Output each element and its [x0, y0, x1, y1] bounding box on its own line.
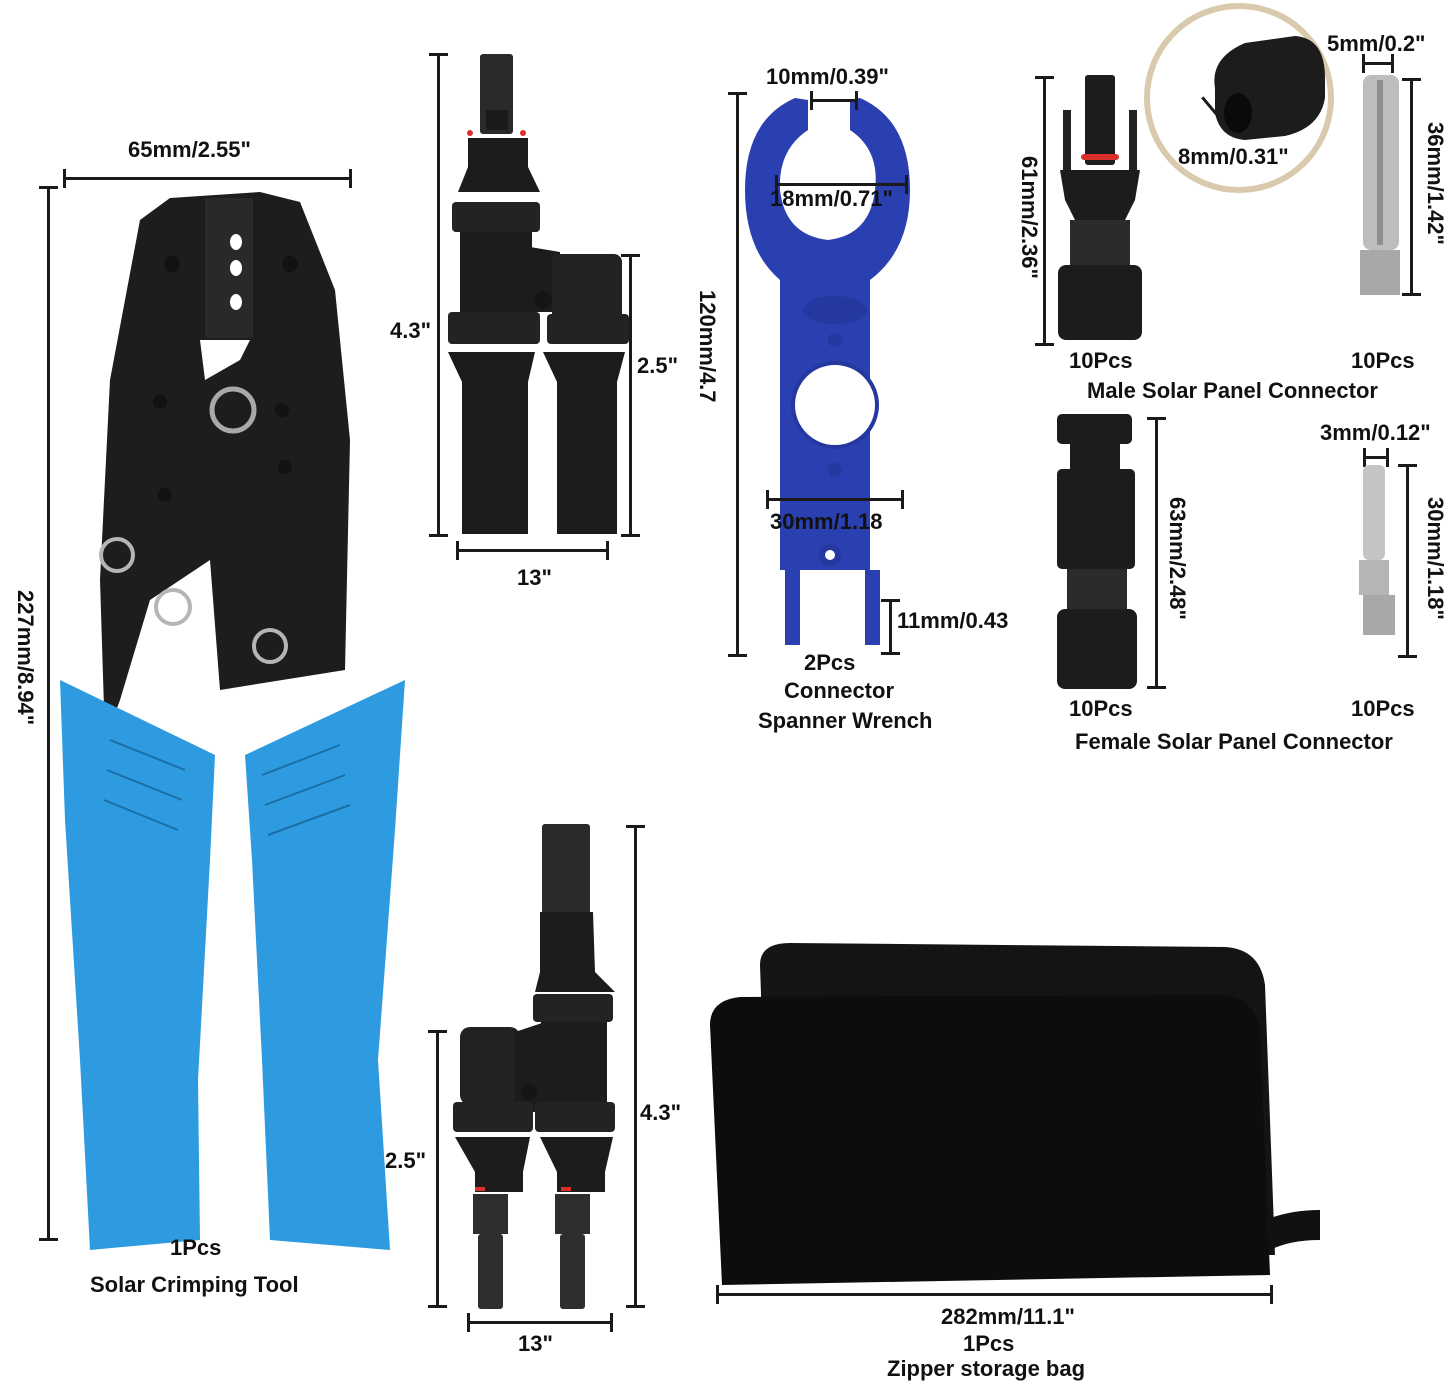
male-connector-icon	[1058, 75, 1142, 340]
wrench-qty: 2Pcs	[804, 650, 856, 675]
branch-bottom-height-line	[626, 825, 645, 1308]
male-pin-length-label: 36mm/1.42"	[1423, 122, 1448, 245]
wrench-prong-label: 11mm/0.43	[897, 608, 1009, 633]
branch-bottom-height-label: 4.3"	[640, 1100, 682, 1125]
male-pin-width-line	[1362, 54, 1394, 73]
branch-bottom-width-line	[467, 1313, 613, 1332]
female-length-line	[1147, 417, 1166, 689]
branch-connector-top-icon	[448, 54, 629, 534]
connector-cap-icon	[1214, 36, 1325, 140]
cap-diameter-label: 8mm/0.31"	[1178, 144, 1289, 169]
branch-top-branch-line	[621, 254, 640, 537]
wrench-inner-diameter-label: 18mm/0.71"	[770, 186, 893, 211]
male-length-label: 61mm/2.36"	[1017, 156, 1042, 279]
wrench-width-line	[766, 490, 904, 509]
wrench-inner-line	[775, 175, 908, 194]
crimper-height-dimension-line	[39, 186, 58, 1241]
male-connector-qty: 10Pcs	[1069, 348, 1133, 373]
crimper-width-label: 65mm/2.55"	[128, 137, 251, 162]
male-pin-qty: 10Pcs	[1351, 348, 1415, 373]
bag-width-label: 282mm/11.1"	[941, 1304, 1075, 1329]
crimper-width-dimension-line	[63, 169, 352, 188]
male-pin-width-label: 5mm/0.2"	[1327, 31, 1426, 56]
wrench-name-line1: Connector	[784, 678, 894, 703]
branch-top-height-line	[429, 53, 448, 537]
crimping-tool-icon	[60, 192, 405, 1250]
wrench-name-line2: Spanner Wrench	[758, 708, 933, 733]
branch-connector-bottom-icon	[453, 824, 615, 1309]
branch-top-height-label: 4.3"	[390, 318, 432, 343]
branch-top-branch-label: 2.5"	[637, 353, 679, 378]
male-pin-icon	[1360, 75, 1400, 295]
male-connector-name: Male Solar Panel Connector	[1087, 378, 1378, 403]
female-connector-qty: 10Pcs	[1069, 696, 1133, 721]
wrench-prong-line	[881, 599, 900, 655]
wrench-length-label: 120mm/4.7	[695, 290, 720, 403]
crimper-qty: 1Pcs	[170, 1235, 222, 1260]
male-length-line	[1035, 76, 1054, 346]
female-connector-name: Female Solar Panel Connector	[1075, 729, 1393, 754]
female-pin-qty: 10Pcs	[1351, 696, 1415, 721]
male-pin-length-line	[1402, 78, 1421, 296]
wrench-opening-line	[810, 91, 858, 110]
zipper-storage-bag-icon	[710, 943, 1320, 1285]
crimper-name: Solar Crimping Tool	[90, 1272, 299, 1297]
female-pin-icon	[1359, 465, 1395, 635]
wrench-width-label: 30mm/1.18	[770, 509, 883, 534]
female-pin-width-line	[1363, 448, 1389, 467]
branch-bottom-branch-line	[428, 1030, 447, 1308]
branch-top-width-label: 13"	[517, 565, 552, 590]
bag-width-line	[716, 1285, 1273, 1304]
wrench-opening-label: 10mm/0.39"	[766, 64, 889, 89]
spanner-wrench-icon	[745, 98, 910, 645]
female-pin-width-label: 3mm/0.12"	[1320, 420, 1431, 445]
bag-qty: 1Pcs	[963, 1331, 1015, 1356]
branch-top-width-line	[456, 541, 609, 560]
branch-bottom-branch-label: 2.5"	[385, 1148, 427, 1173]
female-pin-length-line	[1398, 464, 1417, 658]
wrench-length-line	[728, 92, 747, 657]
branch-bottom-width-label: 13"	[518, 1331, 553, 1356]
female-pin-length-label: 30mm/1.18"	[1423, 497, 1448, 620]
female-connector-icon	[1057, 414, 1137, 689]
female-length-label: 63mm/2.48"	[1165, 497, 1190, 620]
bag-name: Zipper storage bag	[887, 1356, 1086, 1381]
